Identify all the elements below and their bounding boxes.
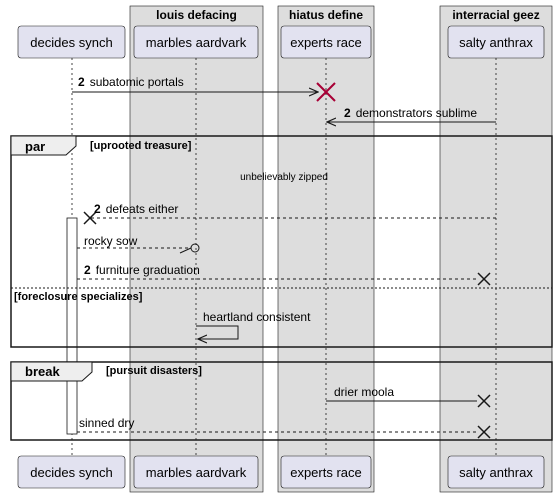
message-subatomic-portals[interactable]: 2 subatomic portals	[72, 75, 336, 102]
fragment-keyword: break	[25, 364, 60, 379]
message-number: 2	[84, 263, 91, 277]
message-rocky-sow[interactable]: rocky sow	[77, 234, 200, 254]
message-label: rocky sow	[84, 234, 138, 248]
box-louis-defacing: louis defacing	[129, 5, 264, 493]
message-demonstrators-sublime[interactable]: 2 demonstrators sublime	[327, 106, 496, 122]
fragment-guard: [uprooted treasure]	[90, 140, 192, 152]
box-title: hiatus define	[289, 8, 363, 22]
participant-label: experts race	[290, 35, 362, 50]
box-title: louis defacing	[156, 8, 237, 22]
message-number: 2	[344, 106, 351, 120]
activation-bar	[66, 217, 78, 435]
participant-experts-race[interactable]: experts race	[280, 25, 372, 59]
fragment-guard: [foreclosure specializes]	[14, 291, 143, 303]
message-label: defeats either	[106, 202, 179, 216]
message-sinned-dry[interactable]: sinned dry	[77, 416, 491, 439]
participant-label: experts race	[290, 465, 362, 480]
message-label: furniture graduation	[96, 263, 200, 277]
destroy-x-icon	[477, 394, 491, 408]
participant-label: marbles aardvark	[146, 35, 247, 50]
participant-experts-race-footer[interactable]: experts race	[280, 455, 372, 489]
participant-salty-anthrax[interactable]: salty anthrax	[447, 25, 545, 59]
message-label: demonstrators sublime	[356, 106, 478, 120]
participant-marbles-aardvark-footer[interactable]: marbles aardvark	[133, 455, 259, 489]
fragment-par: par [uprooted treasure] [foreclosure spe…	[10, 135, 553, 348]
destroy-x-icon	[477, 272, 491, 286]
found-circle-icon	[190, 243, 200, 253]
fragment-guard: [pursuit disasters]	[106, 365, 202, 377]
message-label: heartland consistent	[203, 310, 311, 324]
participant-label: salty anthrax	[459, 465, 533, 480]
message-heartland-consistent[interactable]: heartland consistent	[196, 310, 311, 339]
box-hiatus-define: hiatus define	[277, 5, 375, 493]
box-title: interracial geez	[452, 8, 539, 22]
message-number: 2	[94, 202, 101, 216]
message-defeats-either[interactable]: 2 defeats either	[83, 202, 496, 225]
message-label: drier moola	[334, 385, 394, 399]
participant-label: marbles aardvark	[146, 465, 247, 480]
destroy-x-icon	[316, 82, 336, 102]
participant-decides-synch-footer[interactable]: decides synch	[17, 455, 126, 489]
participant-salty-anthrax-footer[interactable]: salty anthrax	[447, 455, 545, 489]
fragment-keyword: par	[25, 139, 45, 154]
participant-label: salty anthrax	[459, 35, 533, 50]
message-number: 2	[78, 75, 85, 89]
message-drier-moola[interactable]: drier moola	[326, 385, 491, 408]
participant-label: decides synch	[30, 465, 112, 480]
participant-decides-synch[interactable]: decides synch	[17, 25, 126, 59]
message-label: sinned dry	[79, 416, 134, 430]
destroy-x-icon	[477, 425, 491, 439]
message-label: subatomic portals	[90, 75, 184, 89]
destroy-x-icon	[83, 211, 97, 225]
message-furniture-graduation[interactable]: 2 furniture graduation	[77, 263, 491, 286]
fragment-break: break [pursuit disasters]	[10, 361, 553, 441]
participant-label: decides synch	[30, 35, 112, 50]
participant-marbles-aardvark[interactable]: marbles aardvark	[133, 25, 259, 59]
divider-text: unbelievably zipped	[240, 172, 328, 183]
